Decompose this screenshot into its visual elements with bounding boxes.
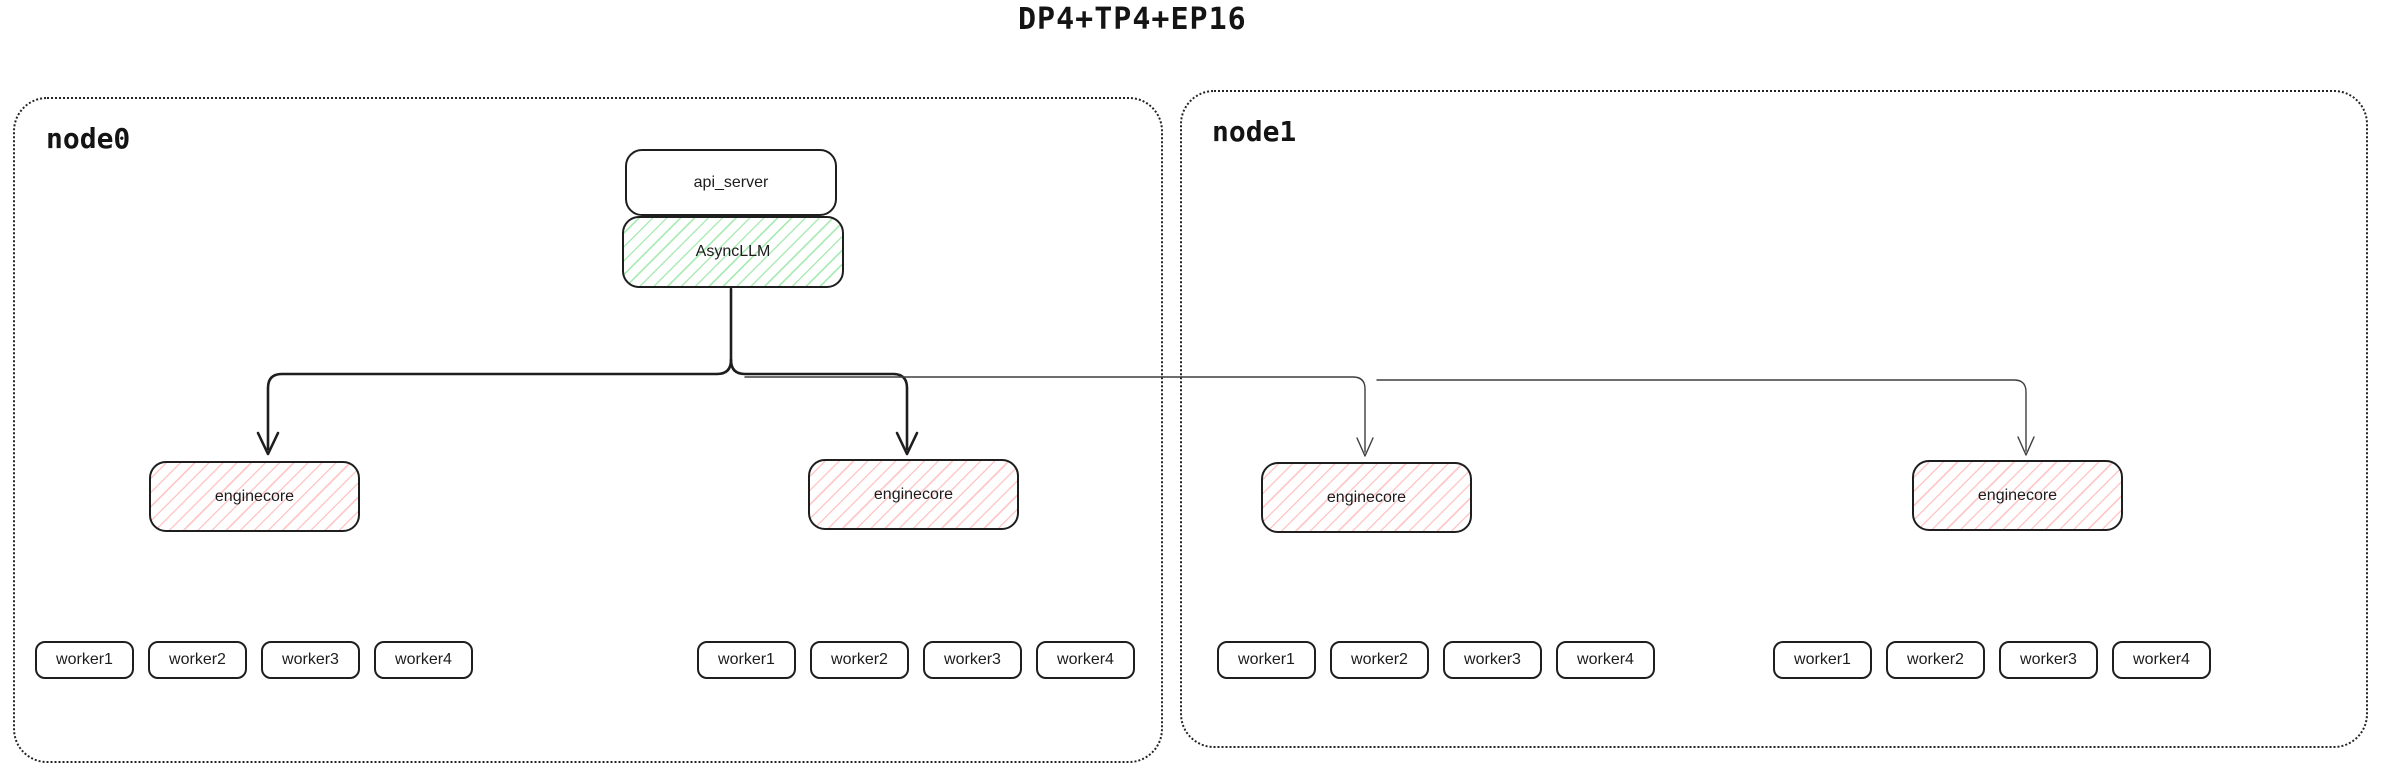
enginecore-box-node1-1: enginecore	[1261, 462, 1472, 533]
worker-box: worker3	[261, 641, 360, 679]
worker-label: worker2	[1351, 651, 1408, 668]
worker-box: worker2	[148, 641, 247, 679]
worker-label: worker2	[169, 651, 226, 668]
worker-label: worker1	[1238, 651, 1295, 668]
worker-label: worker1	[718, 651, 775, 668]
enginecore-label: enginecore	[1326, 488, 1407, 506]
enginecore-box-node0-2: enginecore	[808, 459, 1019, 530]
worker-label: worker4	[395, 651, 452, 668]
diagram-title: DP4+TP4+EP16	[1018, 2, 1247, 37]
worker-label: worker4	[2133, 651, 2190, 668]
api-server-label: api_server	[693, 173, 769, 191]
worker-label: worker4	[1577, 651, 1634, 668]
worker-label: worker2	[831, 651, 888, 668]
enginecore-label: enginecore	[1977, 486, 2058, 504]
node0-label: node0	[46, 122, 131, 155]
worker-box: worker2	[1330, 641, 1429, 679]
enginecore-box-node1-2: enginecore	[1912, 460, 2123, 531]
worker-box: worker2	[810, 641, 909, 679]
asyncllm-box: AsyncLLM	[622, 216, 844, 288]
worker-box: worker4	[2112, 641, 2211, 679]
api-server-box: api_server	[625, 149, 837, 216]
worker-box: worker3	[1999, 641, 2098, 679]
worker-box: worker3	[1443, 641, 1542, 679]
worker-box: worker2	[1886, 641, 1985, 679]
node1-label: node1	[1212, 115, 1297, 148]
enginecore-label: enginecore	[873, 485, 954, 503]
enginecore-box-node0-1: enginecore	[149, 461, 360, 532]
worker-box: worker1	[35, 641, 134, 679]
worker-box: worker4	[1556, 641, 1655, 679]
worker-label: worker3	[2020, 651, 2077, 668]
enginecore-label: enginecore	[214, 487, 295, 505]
worker-label: worker3	[1464, 651, 1521, 668]
worker-group-node1-1: worker1 worker2 worker3 worker4	[1217, 641, 1655, 679]
worker-label: worker1	[1794, 651, 1851, 668]
worker-group-node1-2: worker1 worker2 worker3 worker4	[1773, 641, 2211, 679]
worker-group-node0-1: worker1 worker2 worker3 worker4	[35, 641, 473, 679]
worker-box: worker1	[1217, 641, 1316, 679]
worker-label: worker2	[1907, 651, 1964, 668]
worker-label: worker1	[56, 651, 113, 668]
worker-label: worker4	[1057, 651, 1114, 668]
worker-box: worker4	[1036, 641, 1135, 679]
worker-box: worker4	[374, 641, 473, 679]
worker-box: worker1	[697, 641, 796, 679]
worker-box: worker3	[923, 641, 1022, 679]
worker-label: worker3	[944, 651, 1001, 668]
worker-box: worker1	[1773, 641, 1872, 679]
worker-group-node0-2: worker1 worker2 worker3 worker4	[697, 641, 1135, 679]
asyncllm-label: AsyncLLM	[695, 243, 771, 260]
worker-label: worker3	[282, 651, 339, 668]
